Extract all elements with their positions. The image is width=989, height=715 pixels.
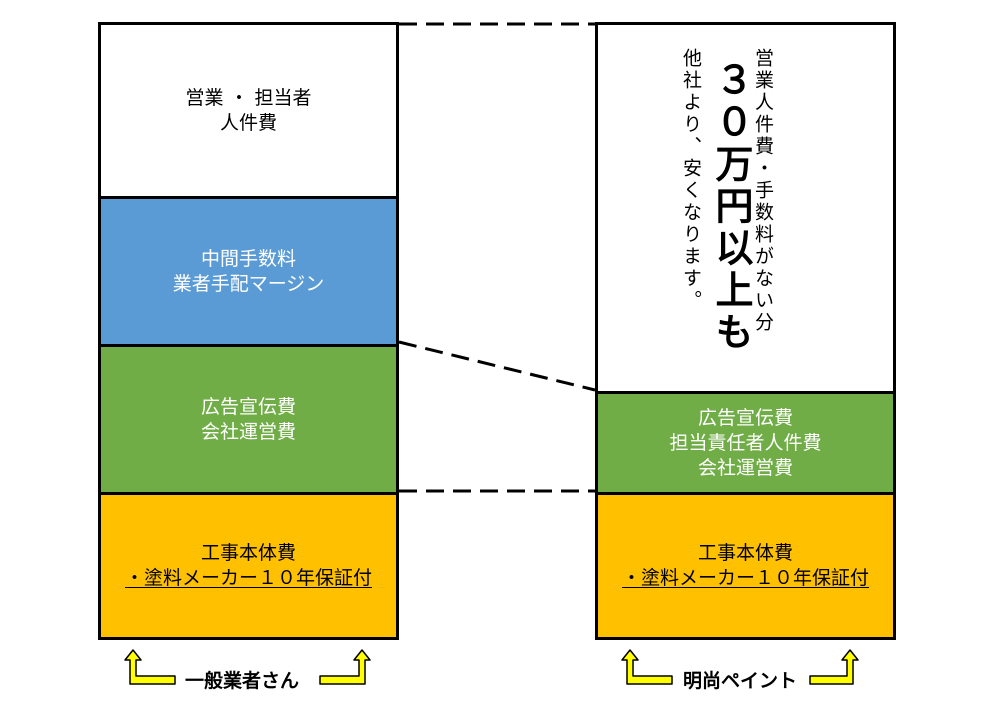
construction-cost-segment: 工事本体費 ・塗料メーカー１０年保証付 — [101, 495, 396, 637]
general-contractor-column: 営業 ・ 担当者 人件費 中間手数料 業者手配マージン 広告宣伝費 会社運営費 … — [98, 22, 399, 640]
construction-cost-segment: 工事本体費 ・塗料メーカー１０年保証付 — [598, 495, 893, 637]
segment-line: 人件費 — [219, 111, 277, 134]
meisho-paint-caption: 明尚ペイント — [683, 670, 798, 692]
divider — [598, 391, 893, 394]
segment-line: 担当責任者人件費 — [669, 431, 822, 454]
general-contractor-caption: 一般業者さん — [185, 670, 300, 692]
divider — [101, 344, 396, 347]
segment-line: 工事本体費 — [697, 542, 793, 564]
segment-line: 営業 ・ 担当者 — [185, 86, 312, 109]
divider — [101, 196, 396, 199]
segment-line: 中間手数料 — [200, 247, 296, 270]
warranty-line: ・塗料メーカー１０年保証付 — [124, 567, 372, 589]
right-caption-arrow-right — [809, 649, 859, 685]
segment-line: 広告宣伝費 — [697, 406, 793, 429]
segment-line: 広告宣伝費 — [200, 395, 296, 418]
commission-margin-segment: 中間手数料 業者手配マージン — [101, 199, 396, 344]
left-caption-arrow-right — [319, 649, 371, 685]
savings-amount-text: ３０万円以上も — [709, 60, 753, 354]
segment-line: 会社運営費 — [200, 420, 296, 443]
segment-line: 業者手配マージン — [172, 272, 325, 295]
divider — [598, 492, 893, 495]
warranty-line: ・塗料メーカー１０年保証付 — [621, 567, 869, 589]
segment-line: 工事本体費 — [200, 542, 296, 564]
savings-reason-text: 営業人件費・手数料がない分 — [752, 48, 774, 334]
sales-staff-cost-segment: 営業 ・ 担当者 人件費 — [101, 25, 396, 196]
right-caption-arrow-left — [621, 649, 673, 685]
left-caption-arrow-left — [124, 649, 176, 685]
advertising-operating-segment: 広告宣伝費 会社運営費 — [101, 347, 396, 492]
divider — [101, 492, 396, 495]
middle-dashed-connector — [398, 340, 596, 392]
savings-result-text: 他社より、安くなります。 — [680, 48, 702, 312]
meisho-paint-column: 広告宣伝費 担当責任者人件費 会社運営費 工事本体費 ・塗料メーカー１０年保証付 — [595, 22, 896, 640]
savings-segment — [598, 25, 893, 391]
segment-line: 会社運営費 — [697, 456, 793, 479]
advertising-operating-segment: 広告宣伝費 担当責任者人件費 会社運営費 — [598, 394, 893, 492]
